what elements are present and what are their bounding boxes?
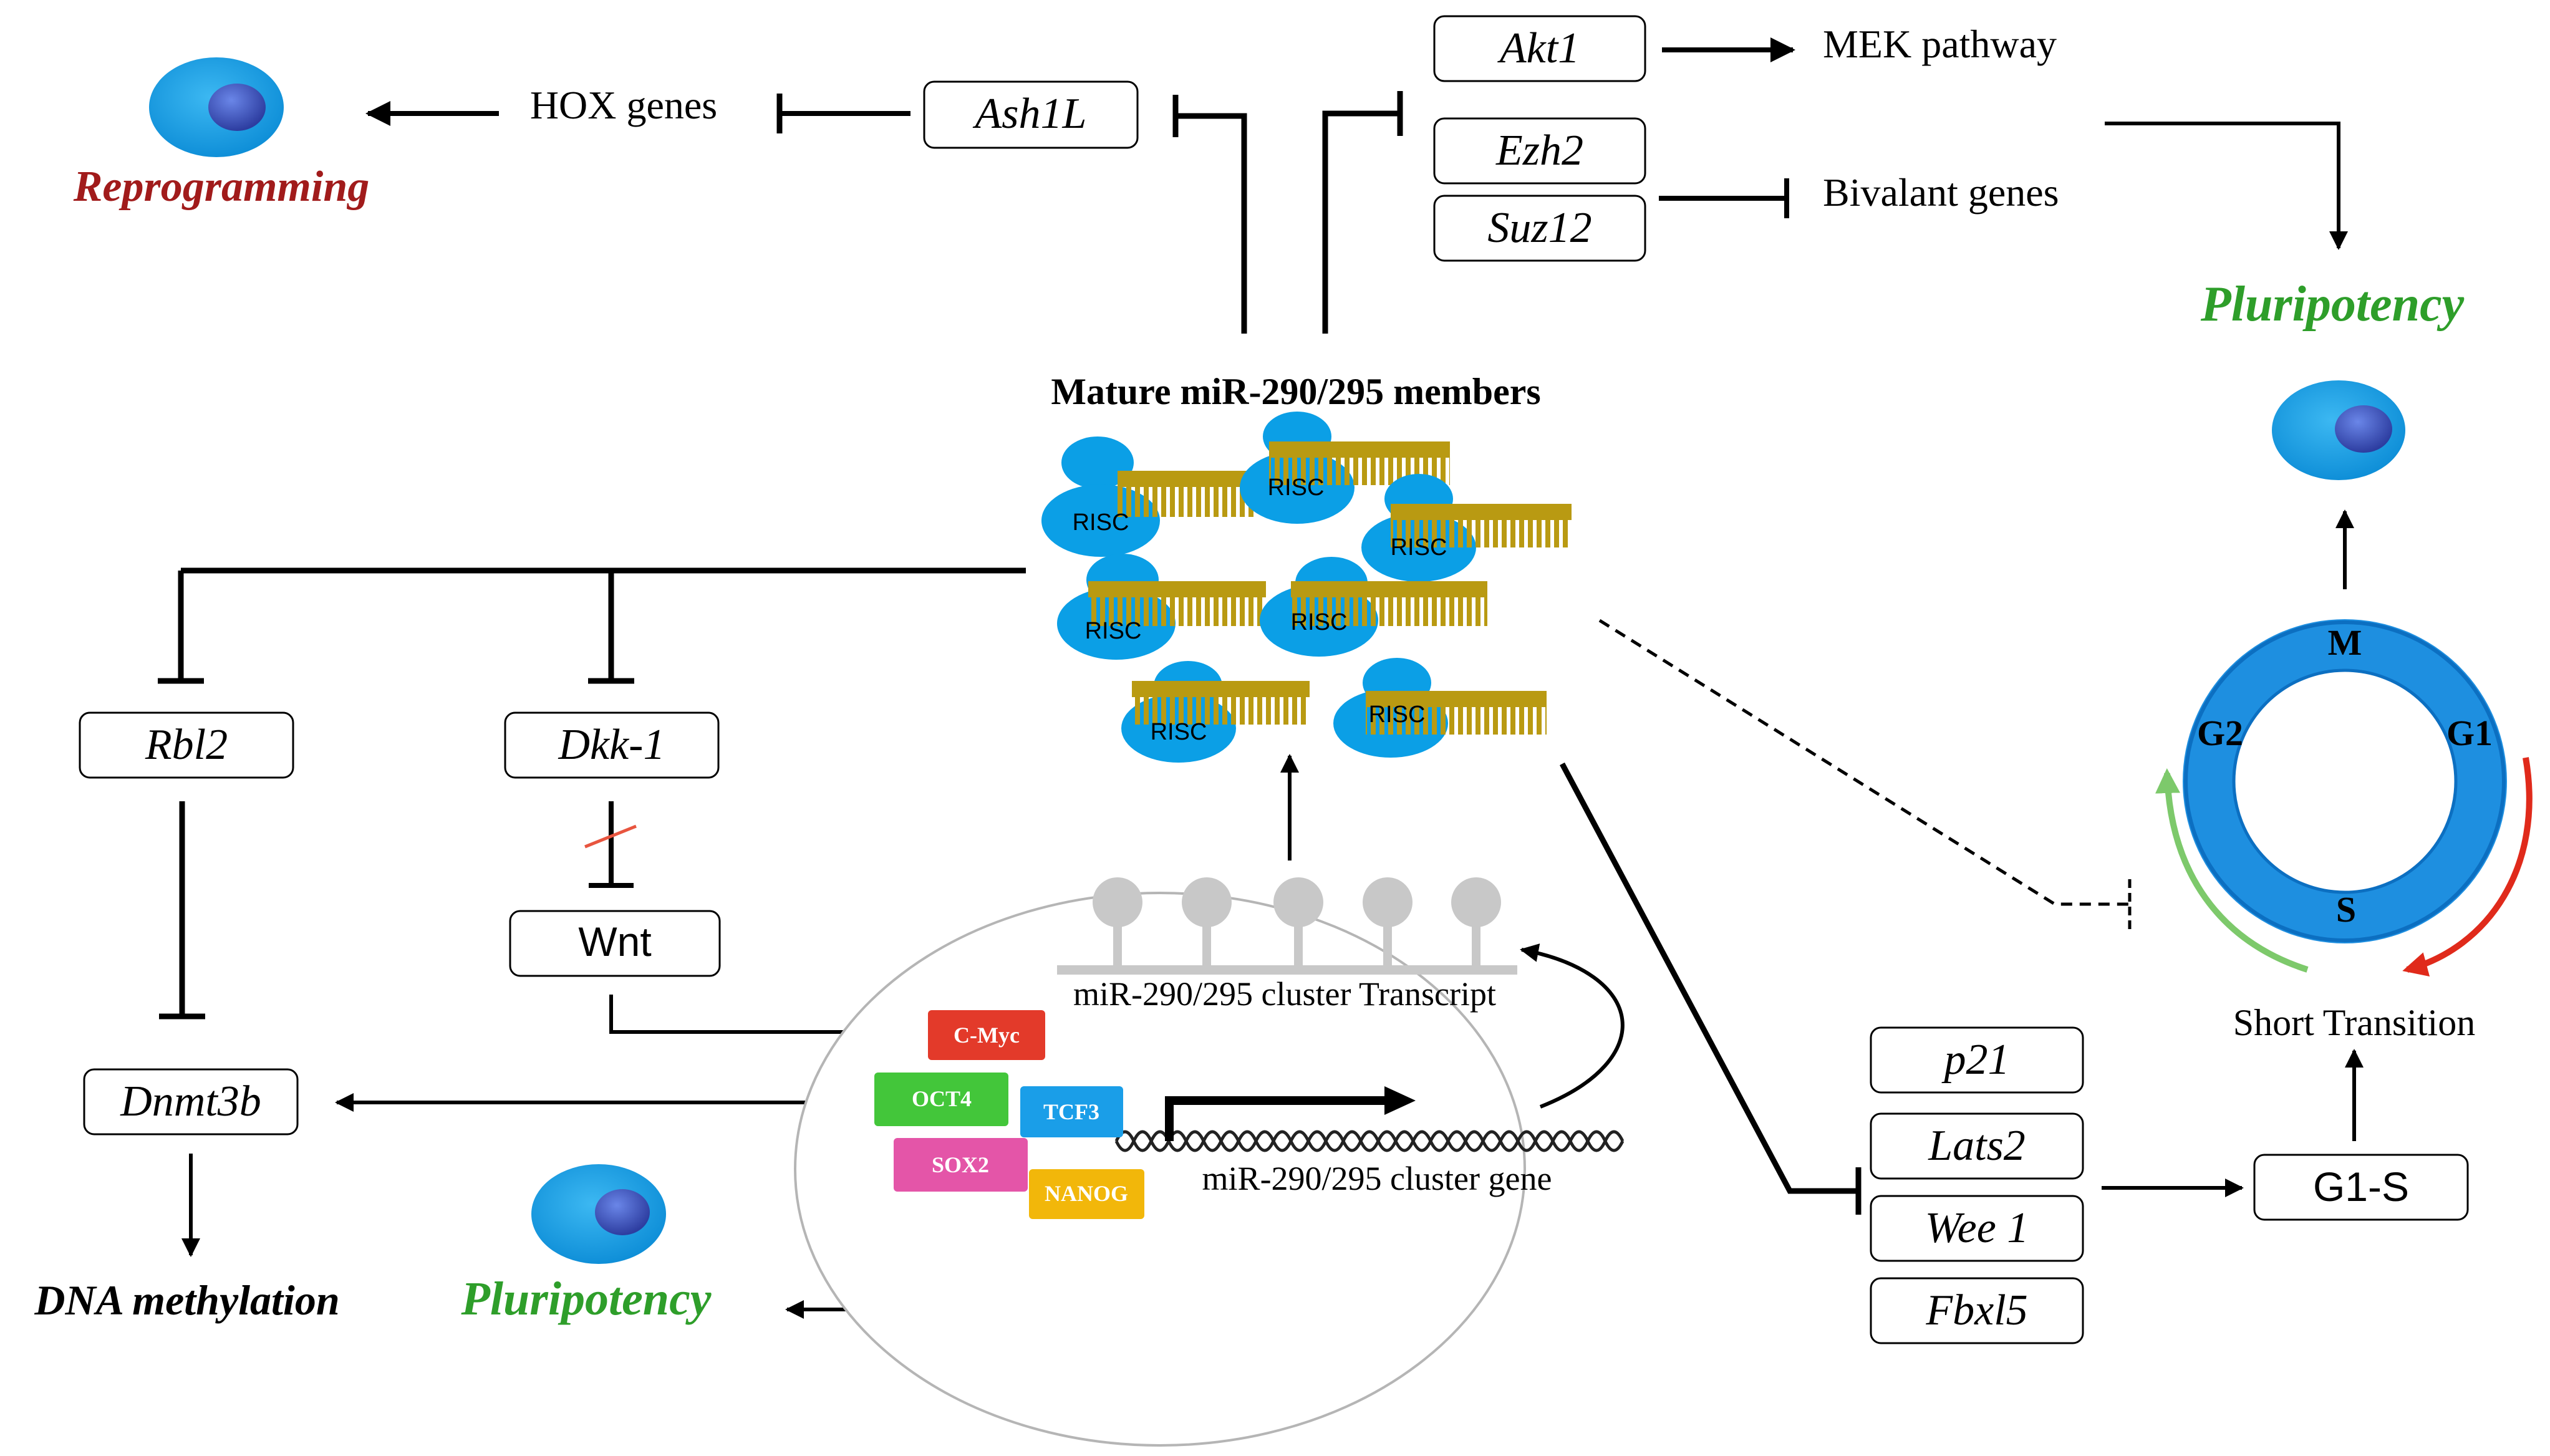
factors-to-dnmt3b-arrow — [335, 1093, 862, 1150]
rbl2-label: Rbl2 — [145, 721, 228, 769]
dna-helix — [1114, 1130, 1625, 1152]
risc-label: RISC — [1085, 618, 1142, 644]
dkk1-label: Dkk-1 — [558, 721, 665, 769]
factor-oct4: OCT4 — [874, 1073, 1008, 1126]
cmyc-label: C-Myc — [954, 1023, 1020, 1048]
mirna-dashed-inhibits-cycle-line — [1598, 619, 2130, 906]
mirna-inhibits-ash1l-line — [1176, 113, 1247, 334]
phase-g1-label: G1 — [2446, 713, 2493, 753]
hox-genes-label: HOX genes — [530, 83, 717, 127]
phase-g2-label: G2 — [2197, 713, 2243, 753]
nanog-label: NANOG — [1045, 1181, 1128, 1206]
reprogramming-label: Reprogramming — [73, 163, 370, 211]
pluripotent-cell-icon-right — [2272, 380, 2405, 480]
risc-complex: RISC — [1240, 412, 1450, 524]
risc-complex: RISC — [1260, 557, 1487, 657]
pluripotency-top-label: Pluripotency — [2200, 277, 2465, 332]
risc-complex: RISC — [1333, 658, 1547, 758]
akt1-label: Akt1 — [1497, 24, 1580, 72]
risc-complex: RISC — [1041, 436, 1255, 557]
reprogramming-cell-icon — [149, 57, 284, 157]
mek-pathway-label: MEK pathway — [1823, 22, 2057, 66]
sox2-label: SOX2 — [932, 1152, 989, 1177]
wee1-box — [1870, 1195, 2084, 1262]
transcript-label: miR-290/295 cluster Transcript — [1073, 975, 1496, 1013]
p21-box — [1870, 1026, 2084, 1094]
wnt-label: Wnt — [578, 918, 651, 965]
p21-label: p21 — [1941, 1036, 2010, 1084]
cell-cycle-ring — [2183, 619, 2507, 943]
risc-label: RISC — [1151, 719, 1207, 745]
pluripotency-bottom-label: Pluripotency — [460, 1273, 711, 1325]
rbl2-box — [79, 711, 294, 779]
risc-complex: RISC — [1057, 554, 1266, 660]
ash1l-label: Ash1L — [973, 90, 1087, 138]
fbxl5-box — [1870, 1277, 2084, 1344]
oct4-label: OCT4 — [912, 1086, 972, 1111]
akt1-box — [1433, 15, 1646, 82]
factor-sox2: SOX2 — [894, 1138, 1028, 1192]
blocked-inhibition-mark — [584, 824, 637, 849]
risc-cluster: RISC RISC RISC RISC — [1041, 412, 1572, 763]
g1s-box — [2253, 1154, 2469, 1221]
lats2-box — [1870, 1112, 2084, 1180]
dnmt3b-label: Dnmt3b — [120, 1078, 261, 1126]
risc-label: RISC — [1073, 509, 1129, 536]
suz12-label: Suz12 — [1487, 204, 1591, 252]
risc-label: RISC — [1369, 701, 1426, 728]
risc-label: RISC — [1391, 534, 1447, 561]
promoter-arrow-head — [1384, 1086, 1416, 1115]
risc-label: RISC — [1268, 475, 1325, 501]
g1s-label: G1-S — [2313, 1164, 2409, 1210]
factor-cmyc: C-Myc — [928, 1010, 1045, 1060]
dkk1-box — [504, 711, 720, 779]
ezh2-box — [1433, 117, 1646, 185]
dnmt3b-box — [83, 1068, 299, 1135]
wnt-box — [509, 910, 721, 977]
mirna-inhibits-akt1-line — [1322, 110, 1400, 334]
fbxl5-label: Fbxl5 — [1925, 1286, 2027, 1334]
suz12-box — [1433, 195, 1646, 262]
red-cycle-arrow — [2402, 757, 2533, 976]
bivalent-genes-label: Bivalant genes — [1823, 170, 2059, 215]
short-transition-label: Short Transition — [2233, 1002, 2475, 1043]
pluripotent-cell-icon-bottom — [531, 1164, 666, 1264]
factor-tcf3: TCF3 — [1020, 1086, 1123, 1137]
wnt-to-factors-arrow — [609, 995, 887, 1041]
wee1-label: Wee 1 — [1925, 1204, 2029, 1252]
green-cycle-arrow — [2155, 768, 2309, 973]
gene-label: miR-290/295 cluster gene — [1202, 1160, 1552, 1197]
mirna-inhibits-cellcycle-genes-line — [1560, 762, 1858, 1194]
mature-mirna-title: Mature miR-290/295 members — [1051, 371, 1540, 412]
factor-nanog: NANOG — [1029, 1169, 1144, 1219]
mirna-transcript-hairpins — [1057, 877, 1517, 975]
lats2-label: Lats2 — [1928, 1122, 2026, 1170]
risc-label: RISC — [1291, 609, 1348, 635]
tcf3-label: TCF3 — [1043, 1099, 1099, 1124]
mek-to-pluripotency-arrow — [2105, 122, 2348, 250]
gene-to-transcript-arrow — [1520, 943, 1625, 1109]
risc-complex: RISC — [1361, 474, 1572, 582]
dna-methylation-label: DNA methylation — [34, 1276, 339, 1324]
ezh2-label: Ezh2 — [1495, 127, 1583, 175]
ash1l-box — [923, 80, 1139, 149]
phase-s-label: S — [2336, 889, 2356, 930]
promoter-arrow-shaft — [1165, 1096, 1388, 1141]
risc-complex: RISC — [1121, 661, 1310, 763]
phase-m-label: M — [2328, 622, 2362, 663]
